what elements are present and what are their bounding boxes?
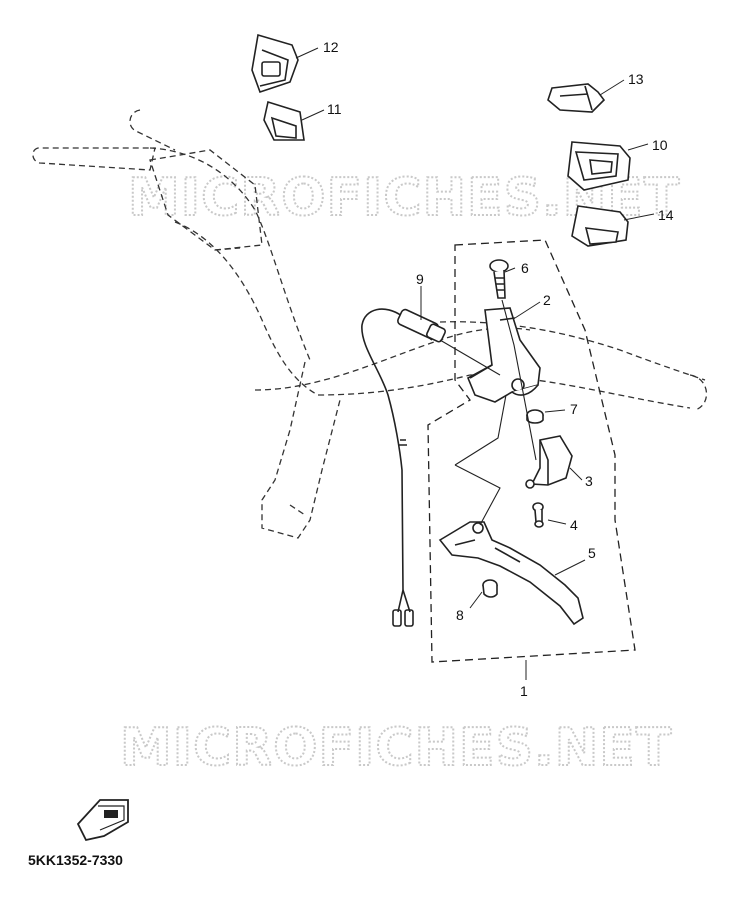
callout-9: 9 — [416, 271, 424, 287]
callout-8: 8 — [456, 607, 464, 623]
assembly-axis-lines — [439, 299, 537, 526]
callout-6: 6 — [521, 260, 529, 276]
switch-part-11 — [263, 100, 305, 141]
leader-lines — [295, 47, 655, 680]
switch-part-12 — [251, 33, 299, 94]
clutch-switch-cable — [361, 308, 437, 627]
nut-8 — [482, 579, 498, 598]
clutch-switch-body — [397, 308, 447, 343]
callout-11: 11 — [327, 101, 342, 117]
bolt-6 — [489, 259, 509, 299]
front-direction-arrow-icon — [76, 799, 129, 842]
callout-4: 4 — [570, 517, 578, 533]
callout-10: 10 — [652, 137, 668, 153]
lever-holder-bracket — [466, 307, 541, 403]
callout-1: 1 — [520, 683, 528, 699]
screw-4 — [532, 502, 544, 528]
watermark-bottom: MICROFICHES.NET — [120, 718, 672, 778]
callout-7: 7 — [570, 401, 578, 417]
callout-3: 3 — [585, 473, 593, 489]
lever-cover-3 — [525, 435, 573, 489]
callout-14: 14 — [658, 207, 674, 223]
lever-assembly-boundary — [427, 239, 636, 663]
clutch-lever-5 — [438, 521, 584, 626]
callout-2: 2 — [543, 292, 551, 308]
nut-7 — [526, 409, 544, 424]
switch-part-10 — [567, 141, 631, 191]
callout-13: 13 — [628, 71, 644, 87]
callout-12: 12 — [323, 39, 339, 55]
callout-5: 5 — [588, 545, 596, 561]
switch-part-14 — [571, 205, 629, 247]
switch-part-13 — [547, 83, 606, 113]
diagram-part-number: 5KK1352-7330 — [28, 852, 123, 868]
